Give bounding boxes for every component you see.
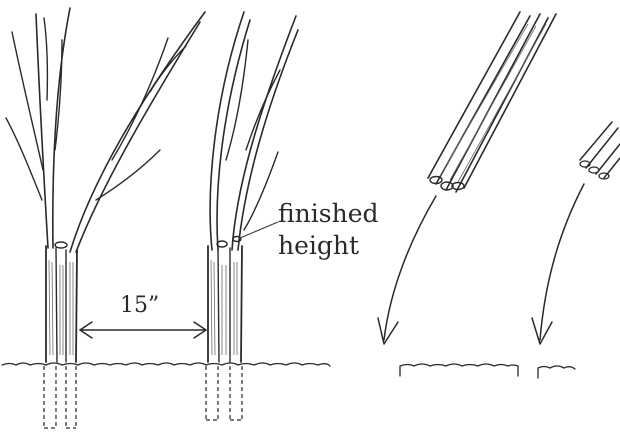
right-plant [205,11,299,421]
ground-line-right [537,365,576,379]
cutting-bundle-small [579,121,620,180]
planting-arrow-small [531,183,585,345]
spacing-label: 15” [120,293,160,318]
ground-line-middle [399,363,519,377]
finished-height-leader [239,221,279,239]
planting-arrow-large [377,195,437,345]
cutting-bundle-large [427,11,557,193]
ground-line-left [1,362,331,367]
spacing-arrow [79,321,207,339]
finished-height-label-line1: finished [278,199,379,228]
left-plant [5,7,206,429]
finished-height-label-line2: height [278,231,360,260]
